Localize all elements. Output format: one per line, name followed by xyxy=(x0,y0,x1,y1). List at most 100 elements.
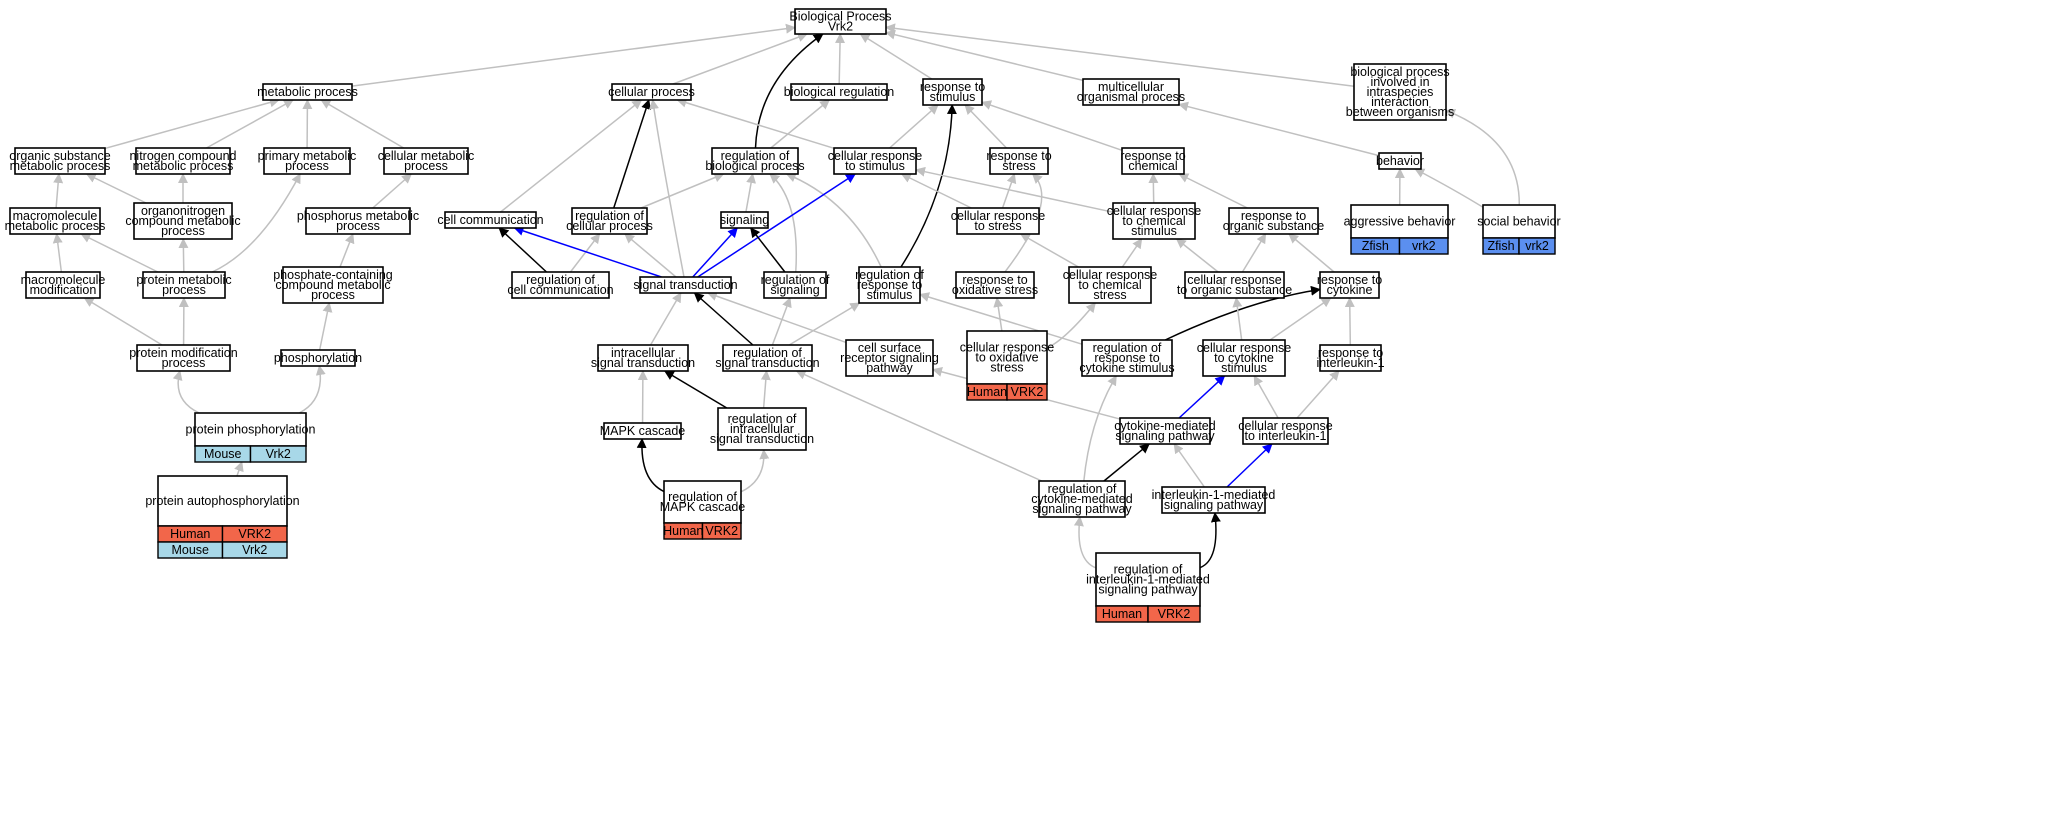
term-box xyxy=(1112,202,1196,240)
term-label: to cytokine xyxy=(1214,351,1274,365)
edge-sigtrans-to-signaling xyxy=(692,227,738,278)
edge-regbio-to-bioreg xyxy=(770,99,831,149)
edge-rinterl-to-rcyto xyxy=(1344,297,1355,346)
edge-sigtrans-to-regcell xyxy=(624,233,677,278)
go-term-reginterl[interactable]: regulation ofinterleukin-1-mediatedsigna… xyxy=(1086,552,1210,623)
go-term-mapk[interactable]: MAPK cascade xyxy=(600,422,686,440)
term-label: response to xyxy=(1241,209,1306,223)
edge-cellmet-to-metabolic xyxy=(320,99,405,149)
edge-intrasig-to-sigtrans xyxy=(649,292,682,346)
term-box xyxy=(603,422,682,440)
edge-regrstim-to-regbio xyxy=(785,172,882,268)
term-label: signaling xyxy=(720,213,769,227)
go-term-cellcomm[interactable]: cell communication xyxy=(437,211,544,229)
edge-rorgsub-to-rchem xyxy=(1178,173,1248,209)
term-label: interaction xyxy=(1371,95,1429,109)
term-box xyxy=(922,78,983,106)
term-label: process xyxy=(285,159,329,173)
edge-regcell-to-regbio xyxy=(640,172,725,209)
annotation-label: Human xyxy=(170,527,210,541)
term-label: stimulus xyxy=(867,288,913,302)
term-label: process xyxy=(161,224,205,238)
term-label: stress xyxy=(1093,288,1126,302)
edge-rcyto-to-rorgsub xyxy=(1288,233,1335,273)
go-term-signaling[interactable]: signaling xyxy=(720,211,769,229)
term-label: protein modification xyxy=(129,346,237,360)
edge-cellular-to-bp xyxy=(672,32,808,85)
term-label: signal transduction xyxy=(710,432,814,446)
go-term-regcytomed[interactable]: regulation ofcytokine-mediatedsignaling … xyxy=(1031,480,1133,518)
term-box xyxy=(383,147,469,175)
term-label: cytokine stimulus xyxy=(1079,361,1174,375)
term-box xyxy=(1161,486,1266,514)
edge-organonitro-to-orgsub xyxy=(85,173,147,204)
go-term-cellular[interactable]: cellular process xyxy=(608,83,695,101)
term-box xyxy=(263,147,351,175)
term-label: process xyxy=(162,283,206,297)
term-label: intracellular xyxy=(611,346,675,360)
go-term-behavior[interactable]: behavior xyxy=(1376,152,1424,170)
edge-regintra-to-intrasig xyxy=(663,370,728,409)
edge-regcytomed-to-cytomed xyxy=(1103,443,1150,482)
term-label: Biological Process xyxy=(789,10,891,24)
term-label: regulation of xyxy=(668,490,737,504)
annotation-label: Vrk2 xyxy=(242,543,267,557)
term-label: organic substance xyxy=(9,149,111,163)
go-term-bioreg[interactable]: biological regulation xyxy=(784,83,895,101)
term-label: organic substance xyxy=(1223,219,1325,233)
term-box xyxy=(280,349,356,367)
annotation-label: Human xyxy=(1102,607,1142,621)
edge-cellrchemstress-to-cellrstress xyxy=(1019,233,1079,268)
go-term-sigtrans[interactable]: signal transduction xyxy=(633,276,738,294)
go-term-metabolic[interactable]: metabolic process xyxy=(257,83,358,101)
edge-sigtrans-to-cellular xyxy=(649,99,685,278)
go-term-phosph[interactable]: phosphorylation xyxy=(274,349,362,367)
